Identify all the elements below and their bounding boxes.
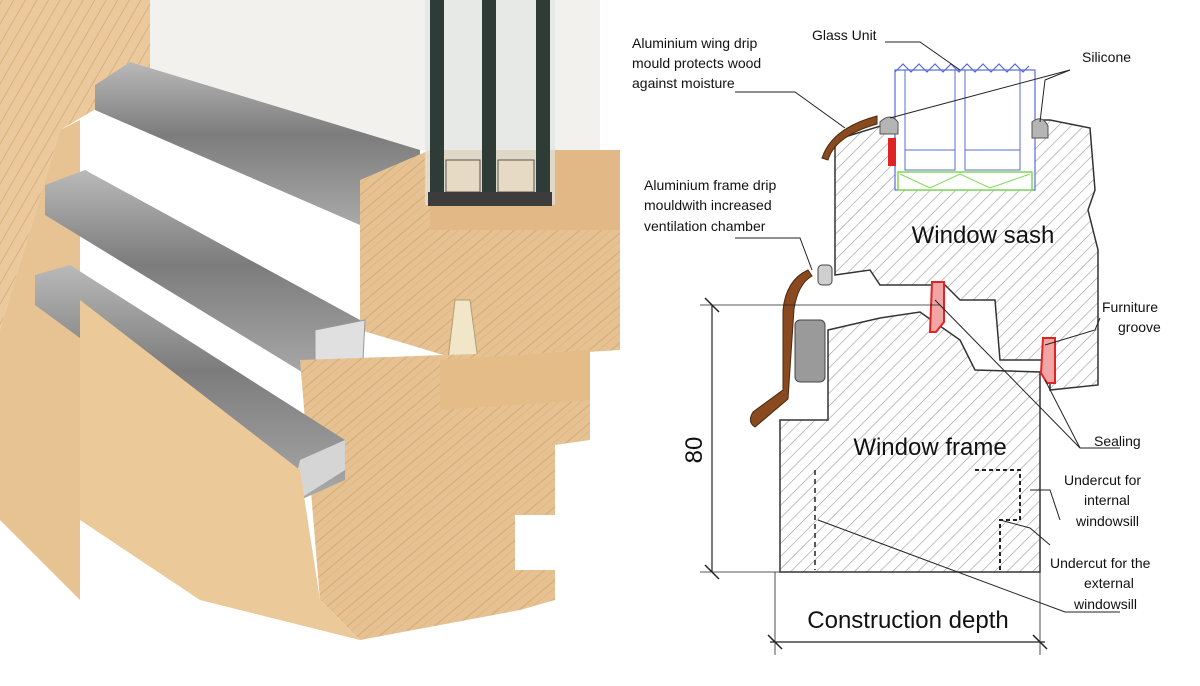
undercut-internal-outline: [975, 469, 1021, 570]
furniture-groove-label-2: groove: [1118, 319, 1161, 335]
frame-drip-label-1: Aluminium frame drip: [644, 177, 776, 193]
frame-drip-label-2: mouldwith increased: [644, 197, 772, 213]
frame-back: [0, 0, 230, 330]
undercut-external-label-3: windowsill: [1073, 596, 1137, 612]
glass-unit-photo: [425, 0, 555, 206]
dimension-80: 80: [681, 297, 940, 580]
lower-drip-mould: [35, 265, 345, 505]
window-frame-section: [779, 311, 1041, 573]
undercut-internal-label-2: internal: [1084, 492, 1130, 508]
wing-drip-label-3: against moisture: [632, 75, 735, 91]
window-frame-label: Window frame: [853, 434, 1006, 461]
silicone-label: Silicone: [1082, 49, 1131, 65]
glass-unit-label: Glass Unit: [812, 27, 877, 43]
frame-drip-section: [749, 269, 813, 428]
silicone-right: [1031, 118, 1049, 139]
furniture-groove-label-1: Furniture: [1102, 299, 1158, 315]
silicone-left: [879, 116, 899, 135]
cross-section-diagram: 80 Construction depth Window sash Window…: [632, 27, 1161, 655]
wing-drip-label-1: Aluminium wing drip: [632, 35, 757, 51]
glass-unit-section: [888, 63, 1036, 191]
sealing-upper: [928, 281, 945, 333]
dimension-80-value: 80: [681, 437, 708, 464]
sealing-label: Sealing: [1094, 433, 1141, 449]
wing-drip-section: [821, 115, 878, 161]
sealing-lower: [1039, 337, 1056, 384]
construction-depth-label: Construction depth: [807, 607, 1008, 634]
undercut-external-label-1: Undercut for the: [1050, 555, 1151, 571]
undercut-internal-label-3: windowsill: [1075, 513, 1139, 529]
wing-drip-label-2: mould protects wood: [632, 55, 761, 71]
window-profile-photo: [0, 0, 620, 640]
undercut-external-label-2: external: [1084, 575, 1134, 591]
undercut-internal-label-1: Undercut for: [1064, 472, 1141, 488]
window-sash-label: Window sash: [912, 222, 1055, 249]
frame-drip-label-3: ventilation chamber: [644, 218, 766, 234]
construction-depth-dimension: Construction depth: [767, 572, 1048, 655]
